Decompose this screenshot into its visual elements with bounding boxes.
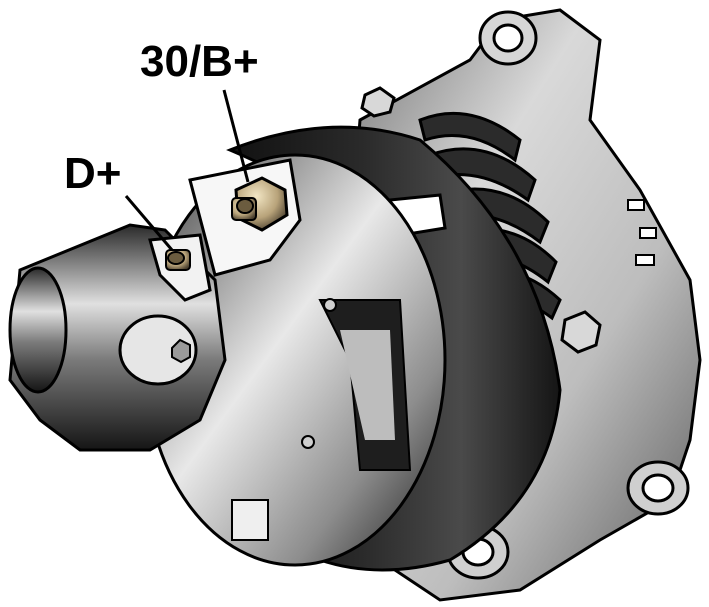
mounting-ear-right	[626, 460, 690, 516]
b-plus-terminal	[231, 176, 289, 232]
terminal-b-plus-label: 30/B+	[140, 37, 259, 86]
d-plus-terminal	[165, 249, 191, 271]
terminal-d-plus-label: D+	[64, 149, 122, 198]
mounting-ear-top	[478, 10, 538, 66]
leader-line-d-plus	[124, 195, 174, 251]
leader-line-b-plus	[222, 89, 250, 183]
